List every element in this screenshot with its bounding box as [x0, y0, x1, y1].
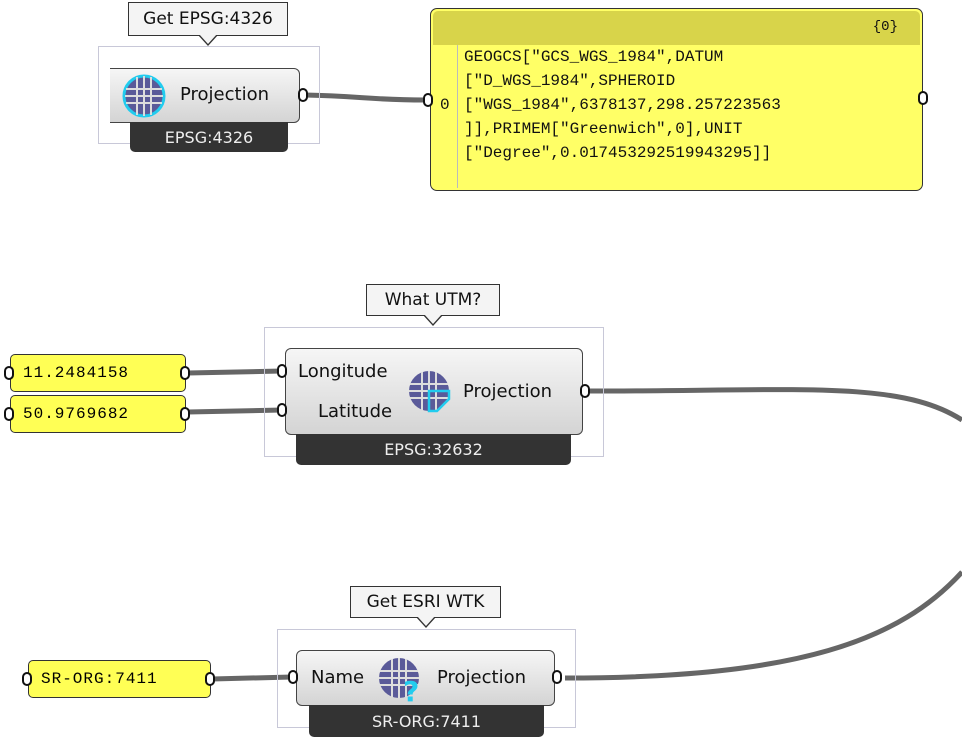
- output-label: Projection: [463, 381, 553, 402]
- wire: [304, 92, 426, 103]
- component-label: EPSG:4326: [130, 122, 288, 152]
- panel-line: ["Degree",0.017453292519943295]]: [464, 144, 772, 162]
- name-panel[interactable]: SR-ORG:7411: [28, 660, 211, 698]
- input-latitude: Latitude: [318, 401, 393, 422]
- panel-path: {0}: [872, 19, 898, 35]
- input-port[interactable]: [4, 407, 14, 421]
- tooltip: What UTM?: [366, 284, 500, 326]
- panel-input-port[interactable]: [423, 93, 433, 107]
- wire: [187, 407, 283, 415]
- panel-line: ["D_WGS_1984",SPHEROID: [464, 72, 676, 90]
- output-port[interactable]: [205, 672, 215, 686]
- latitude-panel[interactable]: 50.9769682: [10, 395, 186, 433]
- input-port[interactable]: [288, 670, 298, 684]
- panel-line: ]],PRIMEM["Greenwich",0],UNIT: [464, 120, 743, 138]
- globe-utm-icon: [409, 371, 451, 413]
- tooltip: Get EPSG:4326: [128, 2, 288, 46]
- output-port[interactable]: [298, 88, 308, 102]
- globe-question-icon: ?: [379, 658, 419, 704]
- output-label: Projection: [437, 667, 527, 688]
- panel-line: GEOGCS["GCS_WGS_1984",DATUM: [464, 48, 724, 66]
- input-port[interactable]: [277, 364, 287, 378]
- what-utm-component[interactable]: Longitude Latitude Projection: [285, 348, 583, 435]
- longitude-panel[interactable]: 11.2484158: [10, 354, 186, 392]
- component-label: EPSG:32632: [296, 434, 571, 465]
- esri-wkt-component[interactable]: Name ? Projection: [296, 650, 555, 706]
- globe-icon: [122, 74, 166, 118]
- output-label: Projection: [180, 84, 270, 105]
- input-name: Name: [311, 667, 365, 688]
- output-port[interactable]: [180, 407, 190, 421]
- panel-index: 0: [440, 96, 450, 114]
- svg-text:?: ?: [403, 675, 419, 704]
- tooltip: Get ESRI WTK: [350, 586, 501, 628]
- component-label: SR-ORG:7411: [309, 705, 544, 737]
- wire: [187, 368, 283, 376]
- output-port[interactable]: [180, 366, 190, 380]
- output-port[interactable]: [552, 670, 562, 684]
- output-panel[interactable]: {0} 0 GEOGCS["GCS_WGS_1984",DATUM ["D_WG…: [430, 8, 923, 191]
- input-port[interactable]: [277, 403, 287, 417]
- input-port[interactable]: [22, 672, 32, 686]
- panel-line: ["WGS_1984",6378137,298.257223563: [464, 96, 781, 114]
- panel-output-port[interactable]: [918, 91, 928, 105]
- output-port[interactable]: [580, 384, 590, 398]
- projection-component[interactable]: Projection: [110, 68, 300, 123]
- wire: [589, 387, 962, 423]
- wire: [211, 674, 293, 682]
- input-longitude: Longitude: [298, 361, 388, 382]
- input-port[interactable]: [4, 366, 14, 380]
- wire: [564, 570, 962, 681]
